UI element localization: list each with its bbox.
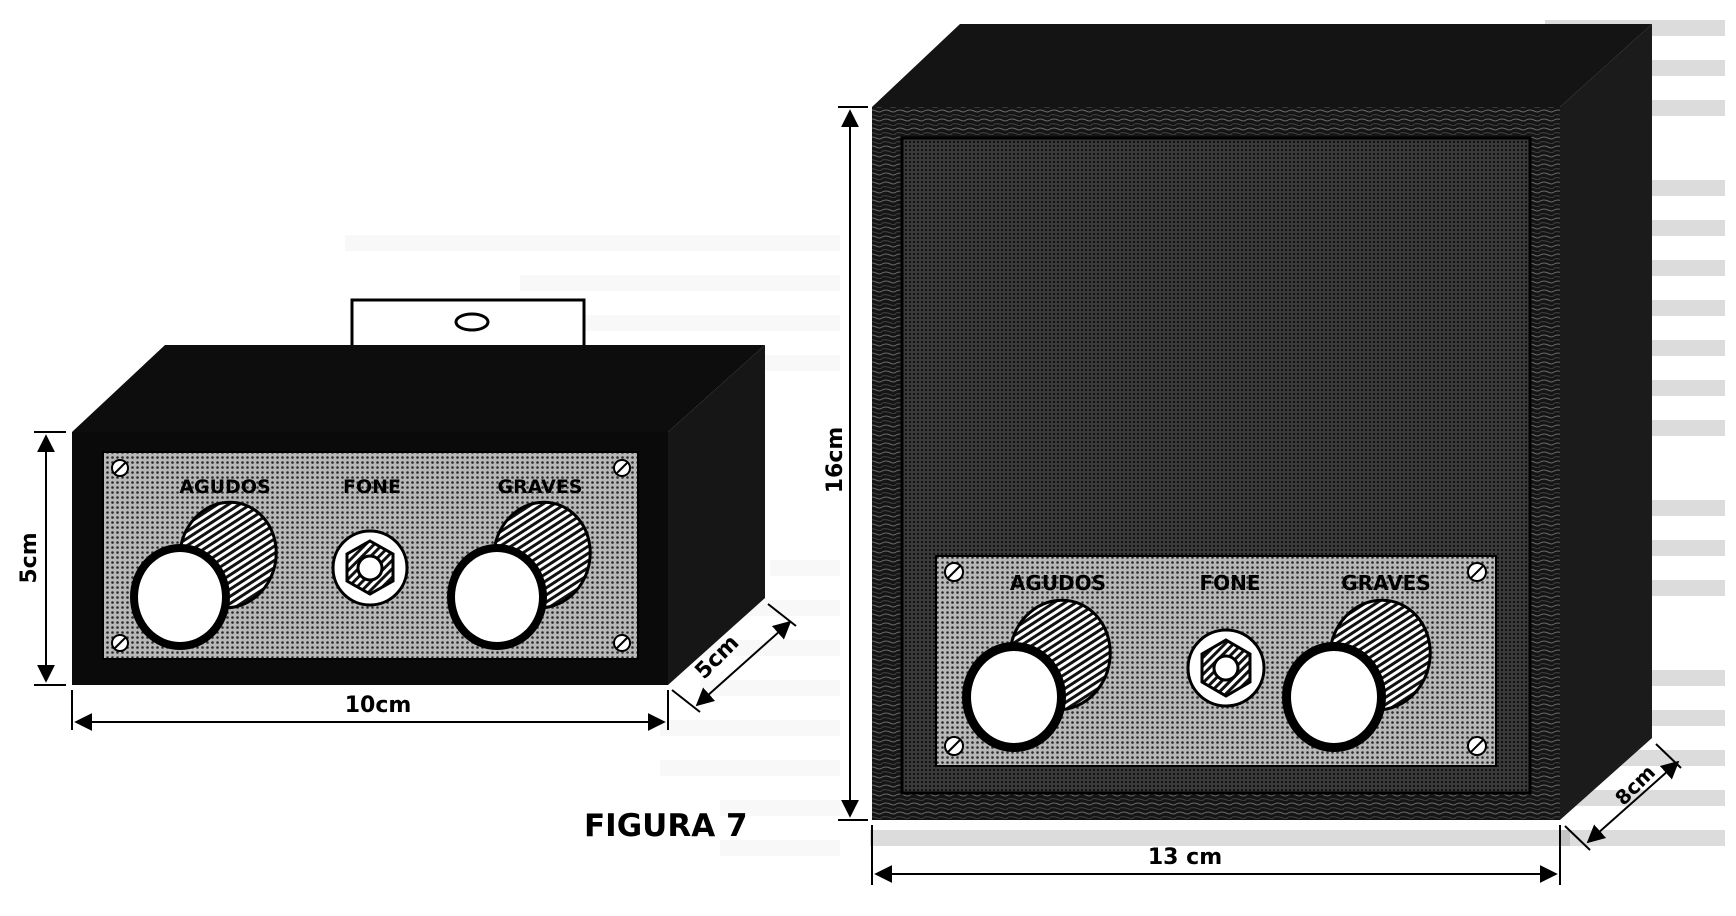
- screw-icon: [111, 634, 129, 652]
- width-dimension: 13 cm: [871, 825, 1561, 885]
- speaker-box: AGUDOS FONE GRAVES 16cm: [823, 24, 1682, 885]
- bass-knob[interactable]: [1282, 591, 1440, 752]
- height-dimension-label: 5cm: [17, 532, 42, 583]
- height-dimension: 5cm: [17, 431, 66, 686]
- screw-icon: [944, 736, 964, 756]
- bass-knob[interactable]: [447, 493, 600, 650]
- screw-icon: [613, 459, 631, 477]
- screw-icon: [111, 459, 129, 477]
- phone-jack[interactable]: [331, 529, 409, 607]
- height-dimension: 16cm: [823, 106, 868, 821]
- screw-icon: [1467, 736, 1487, 756]
- treble-knob[interactable]: [130, 493, 286, 650]
- width-dimension: 10cm: [71, 690, 669, 731]
- figure-caption: FIGURA 7: [584, 808, 748, 844]
- width-dimension-label: 13 cm: [1148, 845, 1222, 870]
- treble-knob[interactable]: [962, 591, 1120, 752]
- fone-label: FONE: [1199, 571, 1260, 595]
- screw-icon: [1467, 562, 1487, 582]
- height-dimension-label: 16cm: [823, 427, 848, 494]
- control-box-side: [668, 345, 765, 685]
- agudos-label: AGUDOS: [1010, 571, 1106, 595]
- width-dimension-label: 10cm: [345, 693, 412, 718]
- screw-icon: [613, 634, 631, 652]
- control-box: AGUDOS FONE GRAVES 5cm: [17, 298, 797, 731]
- graves-label: GRAVES: [1341, 571, 1430, 595]
- agudos-label: AGUDOS: [179, 476, 270, 498]
- phone-jack[interactable]: [1186, 628, 1266, 708]
- speaker-box-top: [872, 24, 1652, 107]
- graves-label: GRAVES: [497, 476, 582, 498]
- screw-icon: [944, 562, 964, 582]
- control-box-top: [72, 345, 765, 432]
- speaker-box-side: [1560, 24, 1652, 820]
- fone-label: FONE: [343, 476, 401, 498]
